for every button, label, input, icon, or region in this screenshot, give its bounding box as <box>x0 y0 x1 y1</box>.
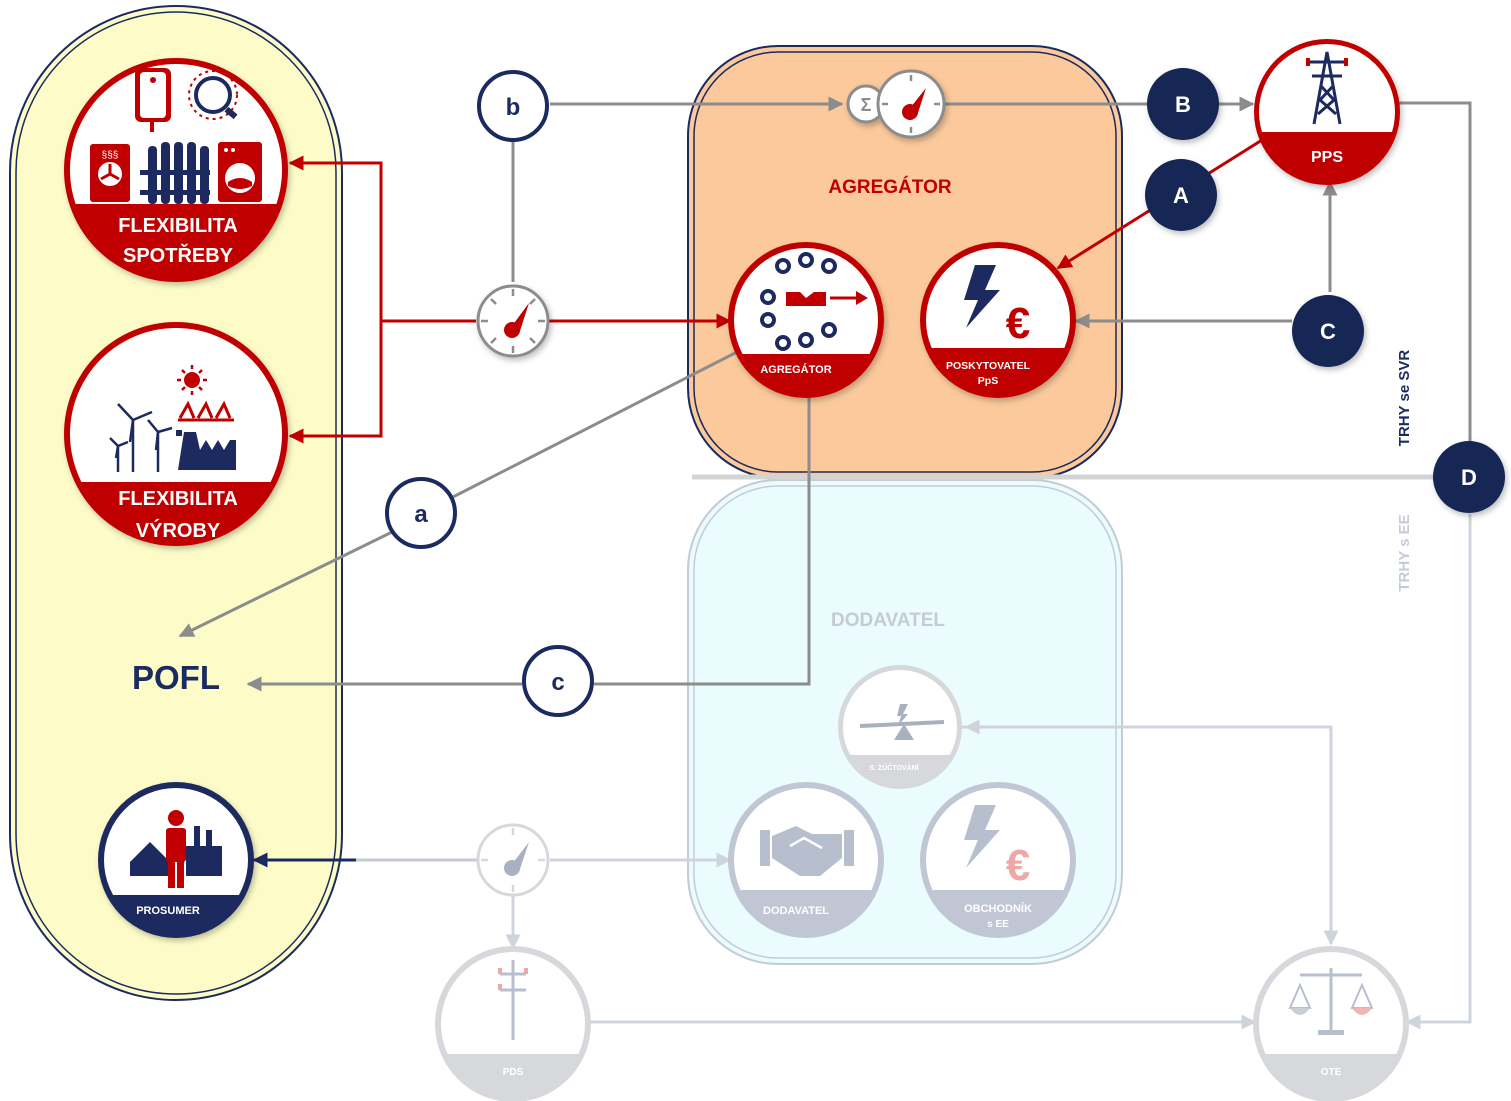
marker-A[interactable]: A <box>1145 159 1217 231</box>
marker-C-label: C <box>1320 319 1336 344</box>
node-obchodnik[interactable]: € OBCHODNÍK s EE <box>910 782 1090 950</box>
gray-agregator-down <box>594 396 811 686</box>
generation-icon <box>109 365 236 472</box>
faded-meter-icon <box>476 823 550 897</box>
marker-a-label: a <box>414 501 428 528</box>
connectors <box>178 96 1472 1030</box>
node-prosumer[interactable]: PROSUMER <box>90 782 270 955</box>
prosumer-icon <box>130 810 222 888</box>
pps-label: PPS <box>1311 149 1343 166</box>
distribution-pole-icon <box>500 960 526 1040</box>
flex-spotreby-line1: FLEXIBILITA <box>118 215 238 237</box>
dodavatel-node-label: DODAVATEL <box>763 905 829 917</box>
marker-c-lower[interactable]: c <box>522 645 594 717</box>
aggregation-icon <box>760 252 868 351</box>
zuctovani-label: S. ZÚČTOVÁNÍ <box>869 763 919 772</box>
agregator-group-title: AGREGÁTOR <box>828 176 951 198</box>
svg-text:€: € <box>1006 299 1030 348</box>
marker-A-label: A <box>1173 183 1189 208</box>
pofl-label: POFL <box>132 659 220 696</box>
handshake-icon <box>760 826 854 876</box>
appliances-icon: §§§ <box>90 68 262 204</box>
node-pps[interactable]: PPS <box>1250 39 1410 192</box>
ote-label: OTE <box>1321 1067 1342 1078</box>
dodavatel-group-title: DODAVATEL <box>831 610 945 631</box>
marker-B[interactable]: B <box>1147 68 1219 140</box>
red-to-vyroby <box>288 321 383 444</box>
obchodnik-line2: s EE <box>987 919 1009 930</box>
balance-seesaw-icon <box>859 704 945 740</box>
svg-text:Σ: Σ <box>861 95 872 115</box>
scales-icon <box>1288 968 1374 1035</box>
marker-C[interactable]: C <box>1292 295 1364 367</box>
marker-B-label: B <box>1175 92 1191 117</box>
node-flex-spotreby[interactable]: §§§ FLEXIBILITA SPOTŘEBY <box>60 58 300 294</box>
node-flex-vyroby[interactable]: FLEXIBILITA VÝROBY <box>60 322 300 572</box>
gray-agregator-to-a <box>448 350 738 501</box>
flex-vyroby-line1: FLEXIBILITA <box>118 488 238 510</box>
faded-D-to-ote <box>1405 514 1472 1030</box>
market-svr-label: TRHY se SVR <box>1396 350 1413 447</box>
poskytovatel-line1: POSKYTOVATEL <box>946 360 1031 372</box>
marker-b[interactable]: b <box>477 70 549 142</box>
sum-meter-icon: Σ <box>846 69 946 139</box>
transmission-tower-icon <box>1308 51 1346 125</box>
svg-text:§§§: §§§ <box>102 150 119 161</box>
marker-c-lower-label: c <box>551 669 564 696</box>
gray-a-to-pofl <box>178 530 393 638</box>
power-euro-icon: € <box>964 805 1030 890</box>
market-ee-label: TRHY s EE <box>1396 514 1413 591</box>
marker-b-label: b <box>506 94 521 121</box>
marker-a[interactable]: a <box>385 477 457 549</box>
power-euro-icon: € <box>964 265 1030 348</box>
node-zuctovani[interactable]: S. ZÚČTOVÁNÍ <box>830 665 970 795</box>
node-ote[interactable]: OTE <box>1250 946 1430 1101</box>
agregator-node-label: AGREGÁTOR <box>760 363 831 376</box>
pds-label: PDS <box>503 1067 524 1078</box>
marker-D[interactable]: D <box>1433 441 1505 513</box>
meter-icon <box>476 284 550 358</box>
obchodnik-line1: OBCHODNÍK <box>964 902 1032 915</box>
gray-pps-to-D <box>1397 101 1472 441</box>
poskytovatel-line2: PpS <box>978 375 998 387</box>
marker-D-label: D <box>1461 465 1477 490</box>
svg-text:€: € <box>1006 841 1030 890</box>
red-to-spotreby <box>288 155 383 321</box>
node-pds[interactable]: PDS <box>430 946 610 1101</box>
flex-vyroby-line2: VÝROBY <box>136 518 221 542</box>
node-dodavatel[interactable]: DODAVATEL <box>720 782 900 950</box>
flex-spotreby-line2: SPOTŘEBY <box>123 243 234 267</box>
prosumer-label: PROSUMER <box>136 905 200 917</box>
